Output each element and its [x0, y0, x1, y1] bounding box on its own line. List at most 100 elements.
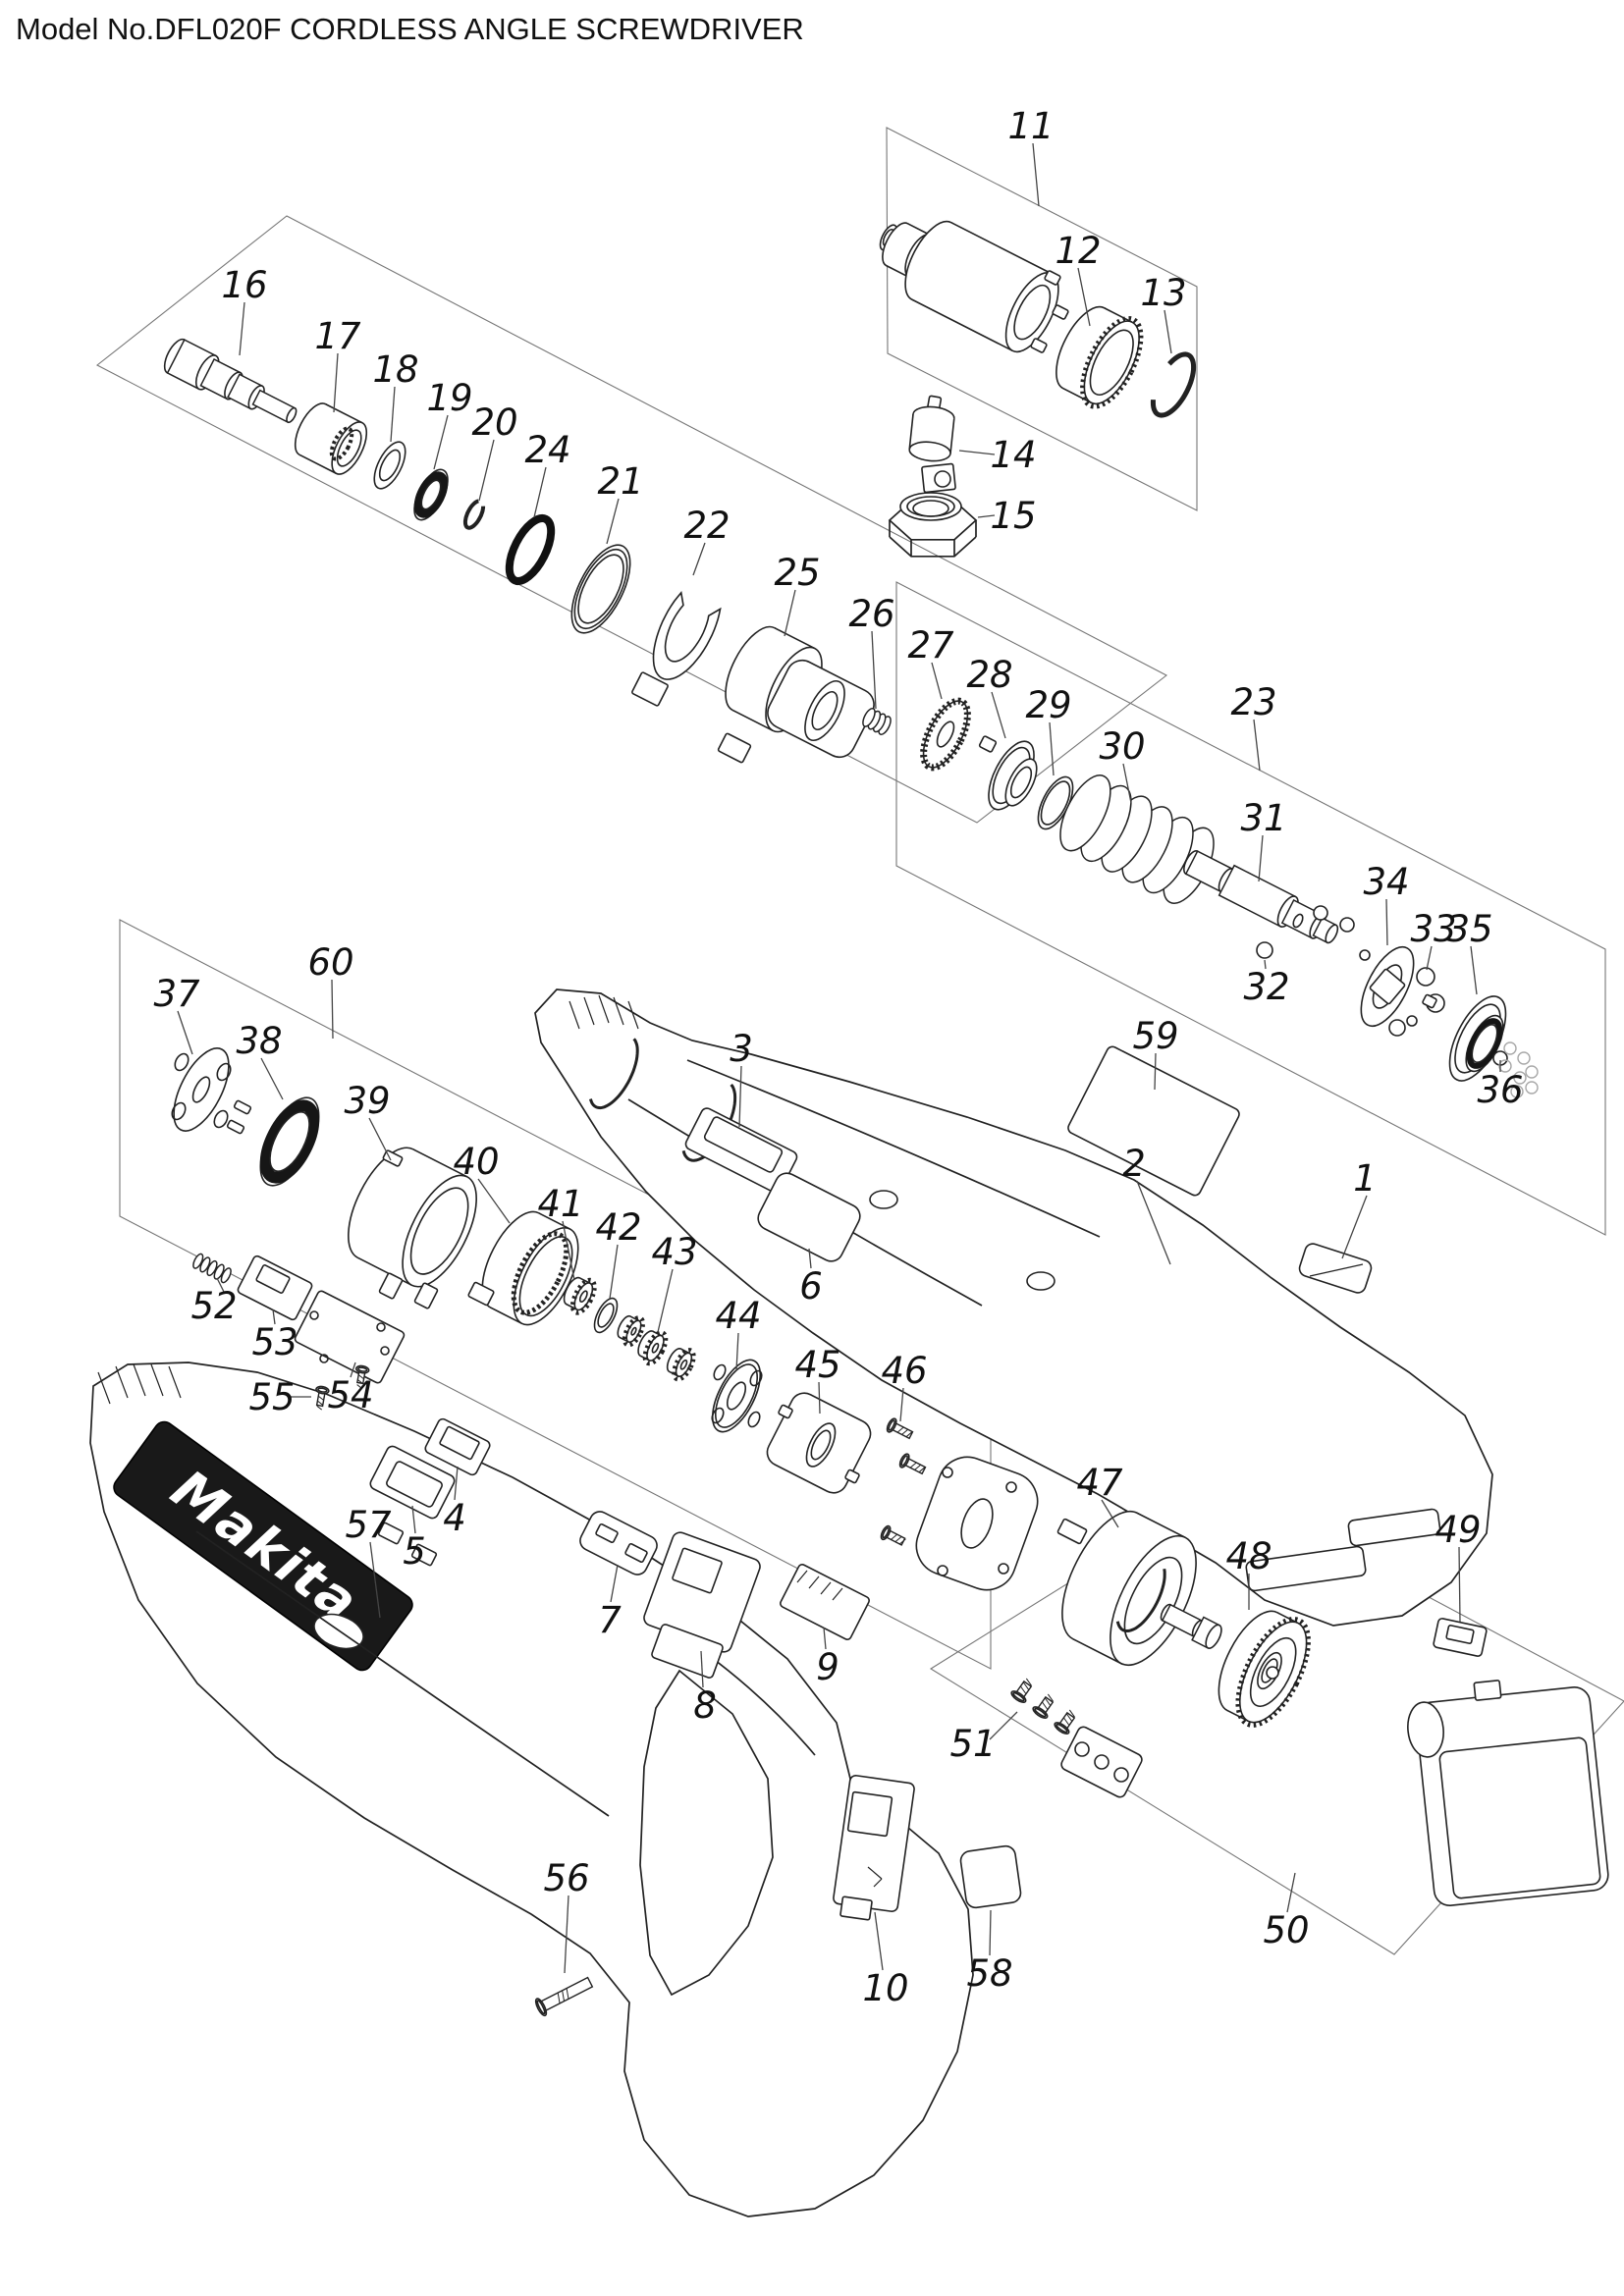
leader-line-39: [368, 1117, 392, 1161]
part-number-label-21: 21: [597, 460, 643, 503]
part-drawing: [998, 1563, 1009, 1575]
part-number-label-28: 28: [966, 654, 1012, 696]
part-drawing: [195, 1530, 610, 1817]
leader-line-57: [369, 1541, 381, 1619]
leader-line-22: [692, 542, 706, 576]
leader-line-6: [808, 1248, 812, 1269]
leader-line-15: [977, 514, 996, 518]
part-number-label-24: 24: [524, 429, 570, 471]
part-13-c-ring: [1150, 351, 1197, 418]
part-42-washer: [593, 1297, 619, 1334]
leader-line-12: [1077, 267, 1091, 327]
part-number-label-43: 43: [651, 1231, 697, 1273]
leader-line-54: [350, 1362, 356, 1378]
leader-line-8: [700, 1650, 704, 1688]
page-title: Model No.DFL020F CORDLESS ANGLE SCREWDRI…: [16, 12, 804, 46]
part-drawing: [651, 1624, 724, 1679]
part-drawing: [711, 1407, 725, 1424]
leader-line-20: [478, 439, 495, 502]
leader-line-38: [260, 1057, 284, 1100]
part-drawing: [1054, 1709, 1076, 1735]
part-drawing: [1438, 1736, 1601, 1899]
part-number-label-2: 2: [1122, 1143, 1146, 1185]
part-number-label-18: 18: [372, 348, 418, 391]
part-drawing: [1347, 1508, 1441, 1547]
part-44-carrier: [711, 1359, 762, 1433]
part-number-label-48: 48: [1225, 1535, 1272, 1577]
part-drawing: [778, 1404, 793, 1419]
part-41-pinion: [563, 1276, 597, 1315]
leader-line-60: [331, 979, 334, 1040]
leader-line-30: [1122, 763, 1132, 804]
part-drawing: [1388, 1019, 1406, 1037]
part-drawing: [319, 1354, 329, 1363]
part-drawing: [672, 1547, 723, 1594]
part-drawing: [1052, 304, 1069, 320]
part-number-label-37: 37: [153, 973, 200, 1015]
part-drawing: [726, 1381, 747, 1411]
part-drawing: [226, 1119, 245, 1135]
part-17-needle-bearing: [294, 402, 368, 475]
leader-line-4: [454, 1466, 459, 1501]
part-drawing: [410, 1543, 438, 1567]
part-drawing: [1510, 1085, 1524, 1098]
part-number-label-34: 34: [1363, 861, 1409, 903]
part-drawing: [703, 1116, 784, 1173]
leader-line-45: [818, 1381, 821, 1415]
part-number-labels: 1234567891011121314151617181920212223242…: [153, 105, 1523, 2009]
part-drawing: [568, 994, 639, 1030]
part-43-gear: [637, 1330, 669, 1366]
part-number-label-20: 20: [471, 401, 517, 444]
part-number-label-59: 59: [1132, 1015, 1178, 1057]
part-number-label-40: 40: [453, 1141, 499, 1183]
part-drawing: [97, 1363, 182, 1405]
part-drawing: [1005, 1481, 1017, 1493]
leader-line-18: [390, 386, 396, 443]
part-number-label-56: 56: [543, 1857, 589, 1899]
part-drawing: [1026, 1271, 1056, 1291]
leader-line-43: [657, 1268, 674, 1333]
leader-line-51: [989, 1711, 1018, 1740]
part-number-label-47: 47: [1076, 1462, 1123, 1504]
part-drawing: [1056, 1518, 1088, 1545]
part-21-ring: [570, 544, 631, 634]
leader-line-10: [874, 1911, 884, 1971]
part-number-label-6: 6: [799, 1265, 823, 1308]
part-drawing: [1245, 1545, 1367, 1592]
part-37-plate: [173, 1047, 230, 1132]
part-drawing: [377, 1522, 405, 1545]
part-number-label-10: 10: [862, 1967, 908, 2009]
part-30-spring: [1059, 774, 1215, 904]
part-drawing: [749, 1369, 763, 1387]
part-drawing: [804, 680, 845, 741]
part-drawing: [869, 1190, 898, 1209]
part-number-label-46: 46: [881, 1350, 927, 1392]
part-58-label: [959, 1844, 1022, 1909]
part-18-ring: [373, 441, 406, 490]
part-number-label-50: 50: [1263, 1909, 1309, 1951]
part-drawing: [839, 1896, 873, 1921]
leader-line-37: [177, 1010, 193, 1055]
part-51-screw: [1010, 1678, 1033, 1704]
leader-line-13: [1164, 309, 1172, 354]
part-drawing: [413, 1282, 439, 1309]
part-drawing: [467, 1281, 495, 1307]
part-22-clip: [652, 590, 722, 680]
part-27-bevel-gear: [922, 700, 969, 769]
part-54-pcb: [294, 1290, 406, 1384]
part-number-label-45: 45: [794, 1344, 840, 1386]
part-drawing: [386, 1461, 443, 1508]
leader-line-34: [1385, 898, 1388, 946]
part-11-angle-head: [904, 220, 1059, 353]
leader-line-17: [333, 352, 339, 413]
part-drawing: [511, 1231, 569, 1315]
part-number-label-12: 12: [1055, 230, 1101, 272]
part-number-label-51: 51: [949, 1723, 996, 1765]
part-drawing: [378, 1272, 404, 1300]
leader-line-52: [216, 1277, 226, 1295]
leader-line-23: [1253, 719, 1261, 772]
part-drawing: [898, 1453, 927, 1475]
part-number-label-27: 27: [907, 624, 954, 667]
part-number-label-31: 31: [1240, 797, 1286, 839]
part-number-label-36: 36: [1477, 1069, 1523, 1111]
